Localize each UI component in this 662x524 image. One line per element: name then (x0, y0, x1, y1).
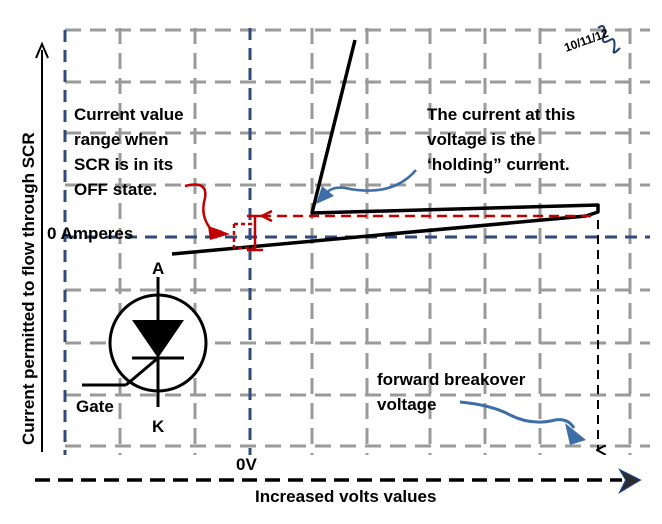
cathode-label: K (152, 417, 165, 436)
off-state-note: Current value range when SCR is in its O… (74, 105, 188, 199)
anode-label: A (152, 259, 164, 278)
arrow-up-icon (35, 41, 49, 59)
arrow-right-icon (618, 468, 642, 494)
x-axis (35, 468, 642, 494)
off-state-arrow (184, 183, 230, 240)
breakover-arrow (459, 400, 586, 445)
signature-icon (597, 25, 621, 54)
x-axis-label: Increased volts values (255, 487, 436, 506)
gate-label: Gate (76, 397, 114, 416)
holding-current-marker (232, 209, 591, 252)
scr-symbol-icon (82, 277, 208, 407)
grid (63, 28, 650, 455)
y-axis (35, 41, 49, 452)
holding-arrow (316, 169, 417, 204)
zero-volts-label: 0V (236, 455, 257, 474)
zero-amperes-label: 0 Amperes (47, 224, 133, 243)
breakover-note: forward breakover voltage (377, 370, 530, 414)
holding-note: The current at this voltage is the ‘hold… (427, 105, 580, 174)
y-axis-label: Current permitted to flow through SCR (19, 132, 38, 445)
